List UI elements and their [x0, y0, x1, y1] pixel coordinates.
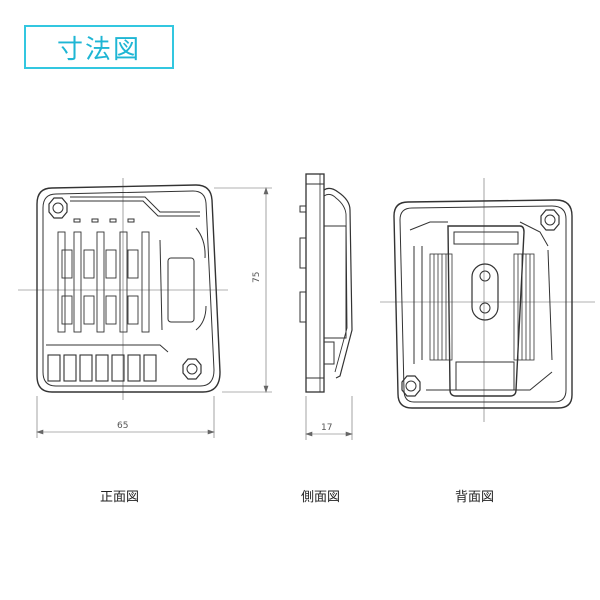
front-dim-height	[214, 187, 272, 393]
front-outer-plate	[36, 184, 221, 393]
view-label-side: 側面図	[301, 490, 341, 505]
view-label-back: 背面図	[455, 490, 495, 505]
back-trim-1	[409, 221, 448, 231]
back-clip-plate	[447, 225, 525, 397]
side-clip	[323, 187, 353, 379]
back-left-rollers	[429, 253, 453, 361]
side-step-3	[299, 291, 307, 323]
view-label-front: 正面図	[100, 490, 140, 505]
side-dim-depth	[305, 396, 353, 440]
back-hole-bottom	[479, 302, 491, 314]
side-clip-body	[323, 225, 347, 339]
back-trim-2	[519, 221, 549, 247]
side-plate	[305, 173, 325, 393]
side-clip-foot	[323, 341, 335, 365]
side-view	[299, 173, 353, 440]
back-trim-6	[547, 249, 553, 361]
front-view	[18, 178, 272, 438]
back-trim-3	[426, 371, 553, 391]
title-box: 寸法図	[24, 25, 174, 69]
front-octagon-bottom-right	[182, 358, 202, 380]
back-inner-edge	[399, 205, 567, 403]
front-side-slot	[167, 257, 195, 323]
back-view	[380, 178, 595, 422]
front-ribs	[57, 231, 150, 333]
front-rail	[159, 239, 163, 331]
front-small-marks	[73, 218, 135, 223]
dim-label-depth: 17	[321, 423, 333, 433]
back-right-rollers	[513, 253, 535, 361]
back-octagon-top-right	[540, 209, 560, 231]
side-step-2	[299, 237, 307, 269]
front-inner-edge	[42, 190, 215, 387]
back-outer-plate	[393, 199, 573, 409]
dim-label-width: 65	[117, 421, 129, 431]
side-step-1	[299, 205, 307, 213]
dim-label-height: 75	[252, 271, 262, 283]
front-arc-2	[195, 305, 207, 331]
front-top-trim-inner	[70, 200, 200, 217]
front-dim-width	[36, 396, 215, 438]
front-arc-1	[195, 227, 206, 259]
back-octagon-bottom-left	[401, 375, 421, 397]
front-bottom-trim	[46, 344, 169, 353]
back-clip-slot	[471, 263, 499, 321]
front-bottom-blocks	[47, 354, 157, 382]
side-clip-inner	[323, 193, 348, 373]
back-clip-bottom-band	[455, 361, 515, 391]
back-clip-top-band	[453, 231, 519, 245]
front-top-trim	[70, 196, 200, 213]
back-hole-top	[479, 270, 491, 282]
page-title: 寸法図	[56, 34, 141, 65]
front-octagon-top-left	[48, 197, 68, 219]
